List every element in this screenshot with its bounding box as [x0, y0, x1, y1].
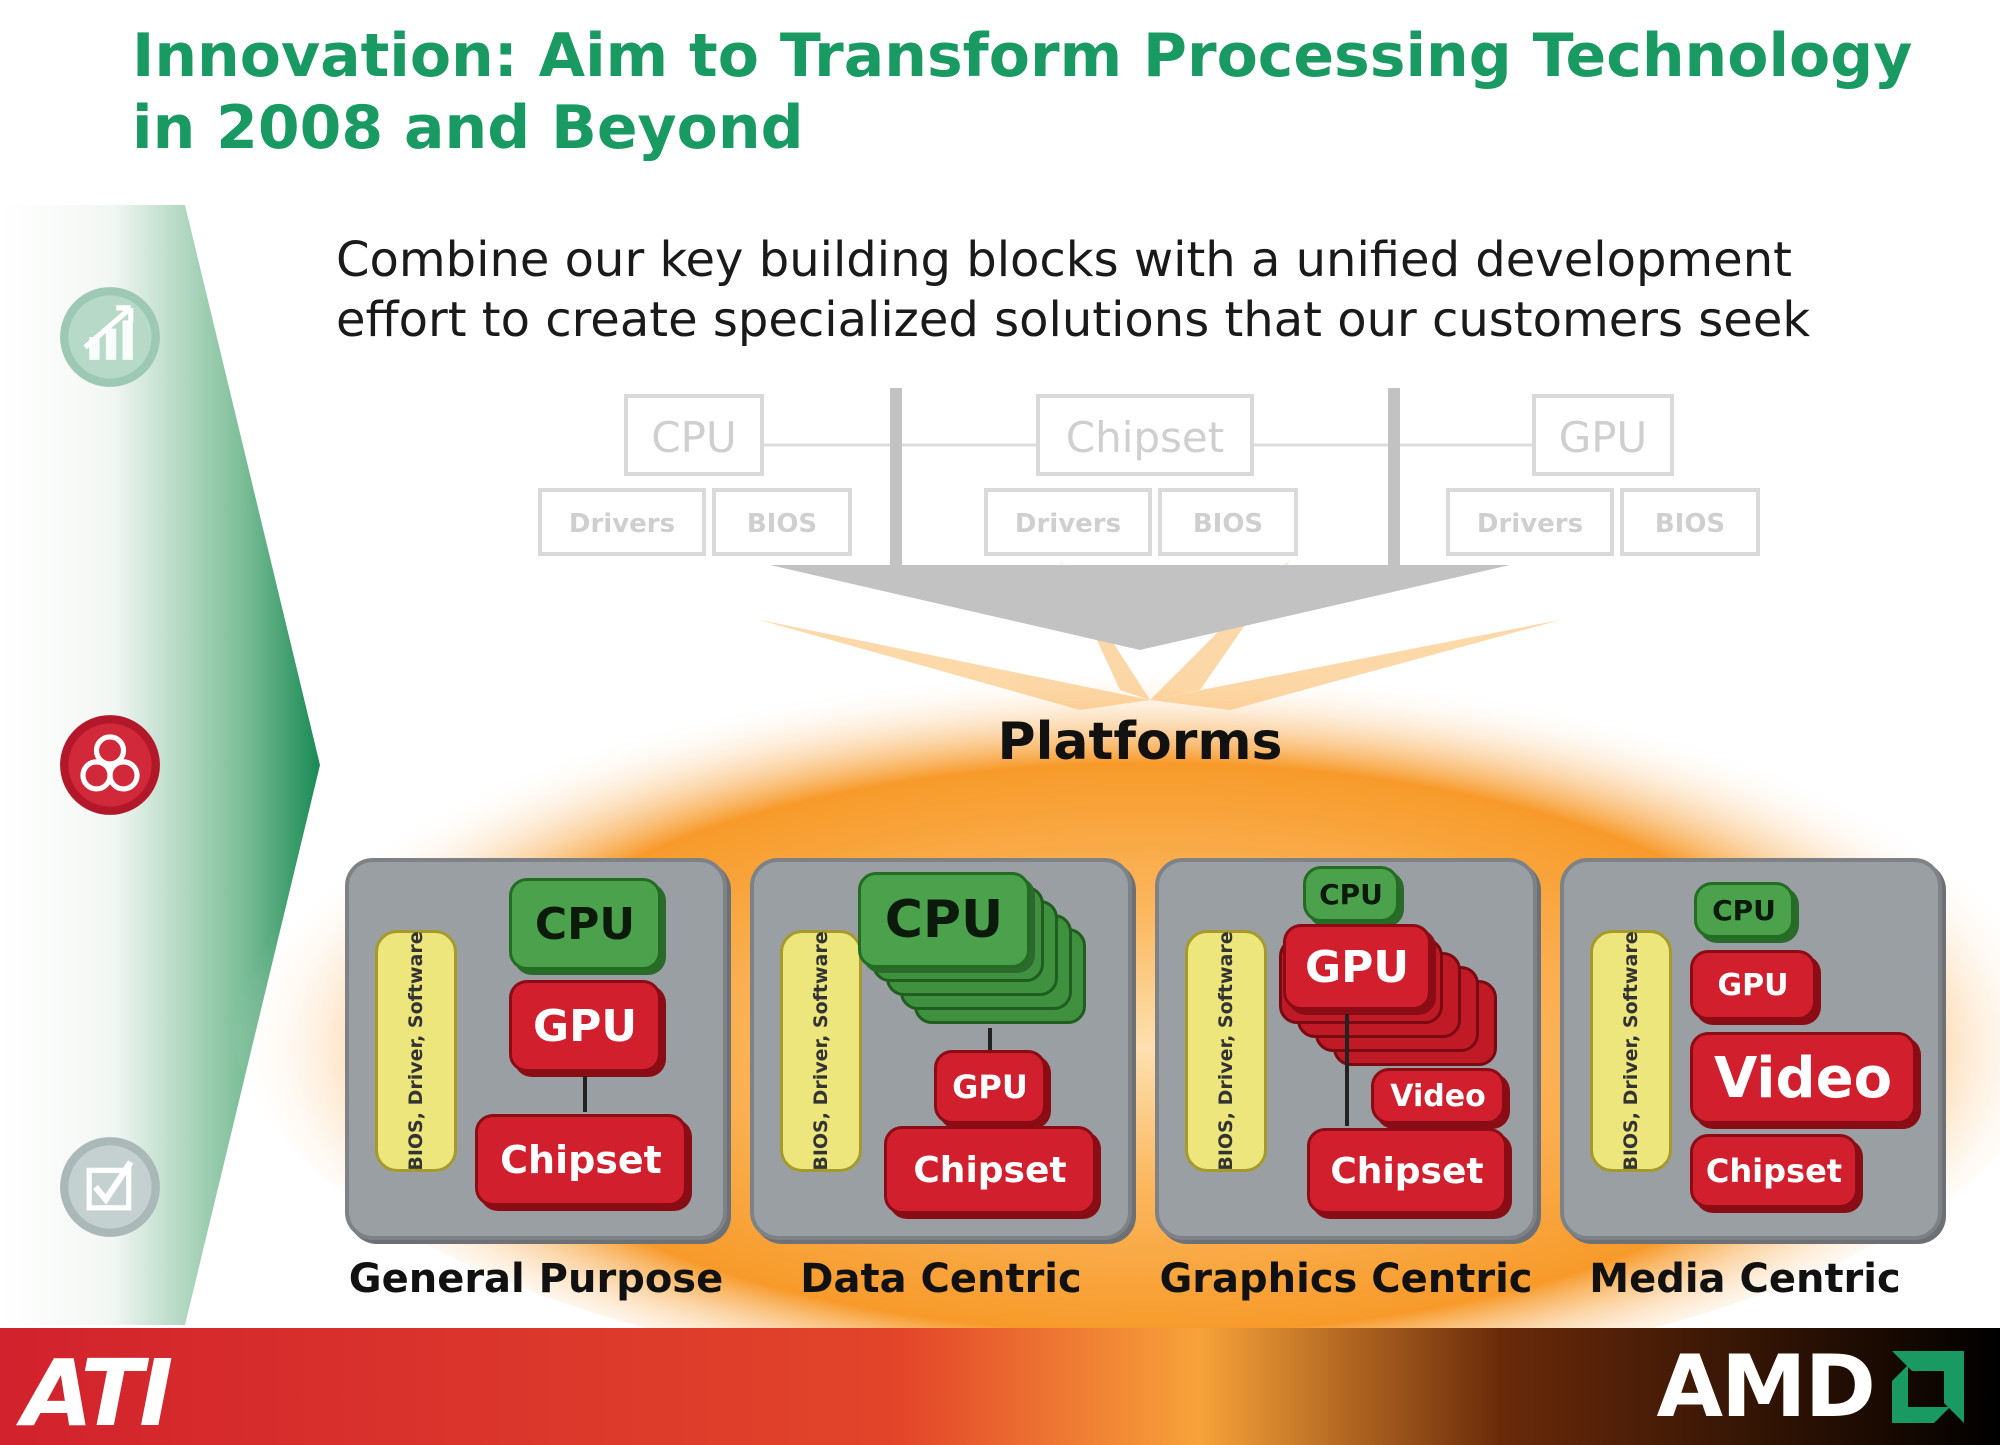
bios-driver-software-block: BIOS, Driver, Software — [1185, 930, 1267, 1172]
platform-card-media-centric: BIOS, Driver, Software CPU GPU Video Chi… — [1560, 858, 1942, 1240]
connector-line — [1345, 1014, 1349, 1126]
subtitle-line-1: Combine our key building blocks with a u… — [336, 232, 1792, 288]
checklist-icon — [58, 1135, 162, 1239]
amd-arrow-icon — [1892, 1351, 1964, 1423]
title-line-2: in 2008 and Beyond — [132, 93, 804, 163]
block-gpu — [1446, 394, 1760, 556]
platform-card-data-centric: BIOS, Driver, Software CPU GPU Chipset — [750, 858, 1132, 1240]
cpu-chip: CPU — [1303, 866, 1399, 922]
block-gpu-drivers: Drivers — [1477, 509, 1583, 539]
platform-label-data-centric: Data Centric — [800, 1256, 1082, 1302]
cpu-chip: CPU — [858, 872, 1030, 968]
growth-arrow-icon — [58, 285, 162, 389]
video-chip: Video — [1690, 1032, 1916, 1124]
gpu-chip: GPU — [934, 1050, 1046, 1124]
block-chipset — [984, 394, 1298, 556]
chipset-chip: Chipset — [1307, 1128, 1507, 1214]
chipset-chip: Chipset — [1690, 1134, 1858, 1208]
merge-arrow — [770, 388, 1510, 650]
title-line-1: Innovation: Aim to Transform Processing … — [132, 21, 1913, 91]
block-cpu-label: CPU — [651, 413, 736, 462]
block-gpu-label: GPU — [1559, 413, 1648, 462]
chipset-chip: Chipset — [475, 1114, 687, 1206]
amd-logo-text: AMD — [1656, 1337, 1876, 1437]
trefoil-icon — [58, 713, 162, 817]
subtitle: Combine our key building blocks with a u… — [336, 230, 1956, 350]
block-chipset-label: Chipset — [1066, 413, 1224, 462]
slide-title: Innovation: Aim to Transform Processing … — [132, 20, 1952, 164]
ati-logo: ATI — [22, 1340, 173, 1445]
block-chipset-bios: BIOS — [1193, 509, 1263, 539]
bios-driver-software-block: BIOS, Driver, Software — [375, 930, 457, 1172]
block-cpu — [538, 394, 852, 556]
platform-label-graphics-centric: Graphics Centric — [1159, 1256, 1533, 1302]
footer: ATI AMD — [0, 1328, 2000, 1445]
platform-card-graphics-centric: BIOS, Driver, Software CPU GPU Video Chi… — [1155, 858, 1537, 1240]
connector-line — [583, 1076, 587, 1112]
subtitle-line-2: effort to create specialized solutions t… — [336, 292, 1811, 348]
amd-logo: AMD — [1656, 1337, 1970, 1437]
gpu-chip: GPU — [1690, 950, 1816, 1020]
bios-driver-software-block: BIOS, Driver, Software — [780, 930, 862, 1172]
block-chipset-drivers: Drivers — [1015, 509, 1121, 539]
platform-card-general-purpose: BIOS, Driver, Software CPU GPU Chipset — [345, 858, 727, 1240]
video-chip: Video — [1371, 1068, 1505, 1124]
platforms-heading: Platforms — [997, 712, 1283, 772]
block-cpu-drivers: Drivers — [569, 509, 675, 539]
footer-bar — [0, 1328, 2000, 1445]
platform-label-general-purpose: General Purpose — [348, 1256, 724, 1302]
gpu-chip: GPU — [1283, 924, 1431, 1010]
cpu-chip: CPU — [509, 878, 661, 970]
block-cpu-bios: BIOS — [747, 509, 817, 539]
connector-line — [988, 1028, 992, 1050]
bios-driver-software-block: BIOS, Driver, Software — [1590, 930, 1672, 1172]
gpu-chip: GPU — [509, 980, 661, 1072]
cpu-chip: CPU — [1694, 882, 1794, 938]
block-gpu-bios: BIOS — [1655, 509, 1725, 539]
chipset-chip: Chipset — [884, 1126, 1096, 1214]
platform-label-media-centric: Media Centric — [1589, 1256, 1901, 1302]
